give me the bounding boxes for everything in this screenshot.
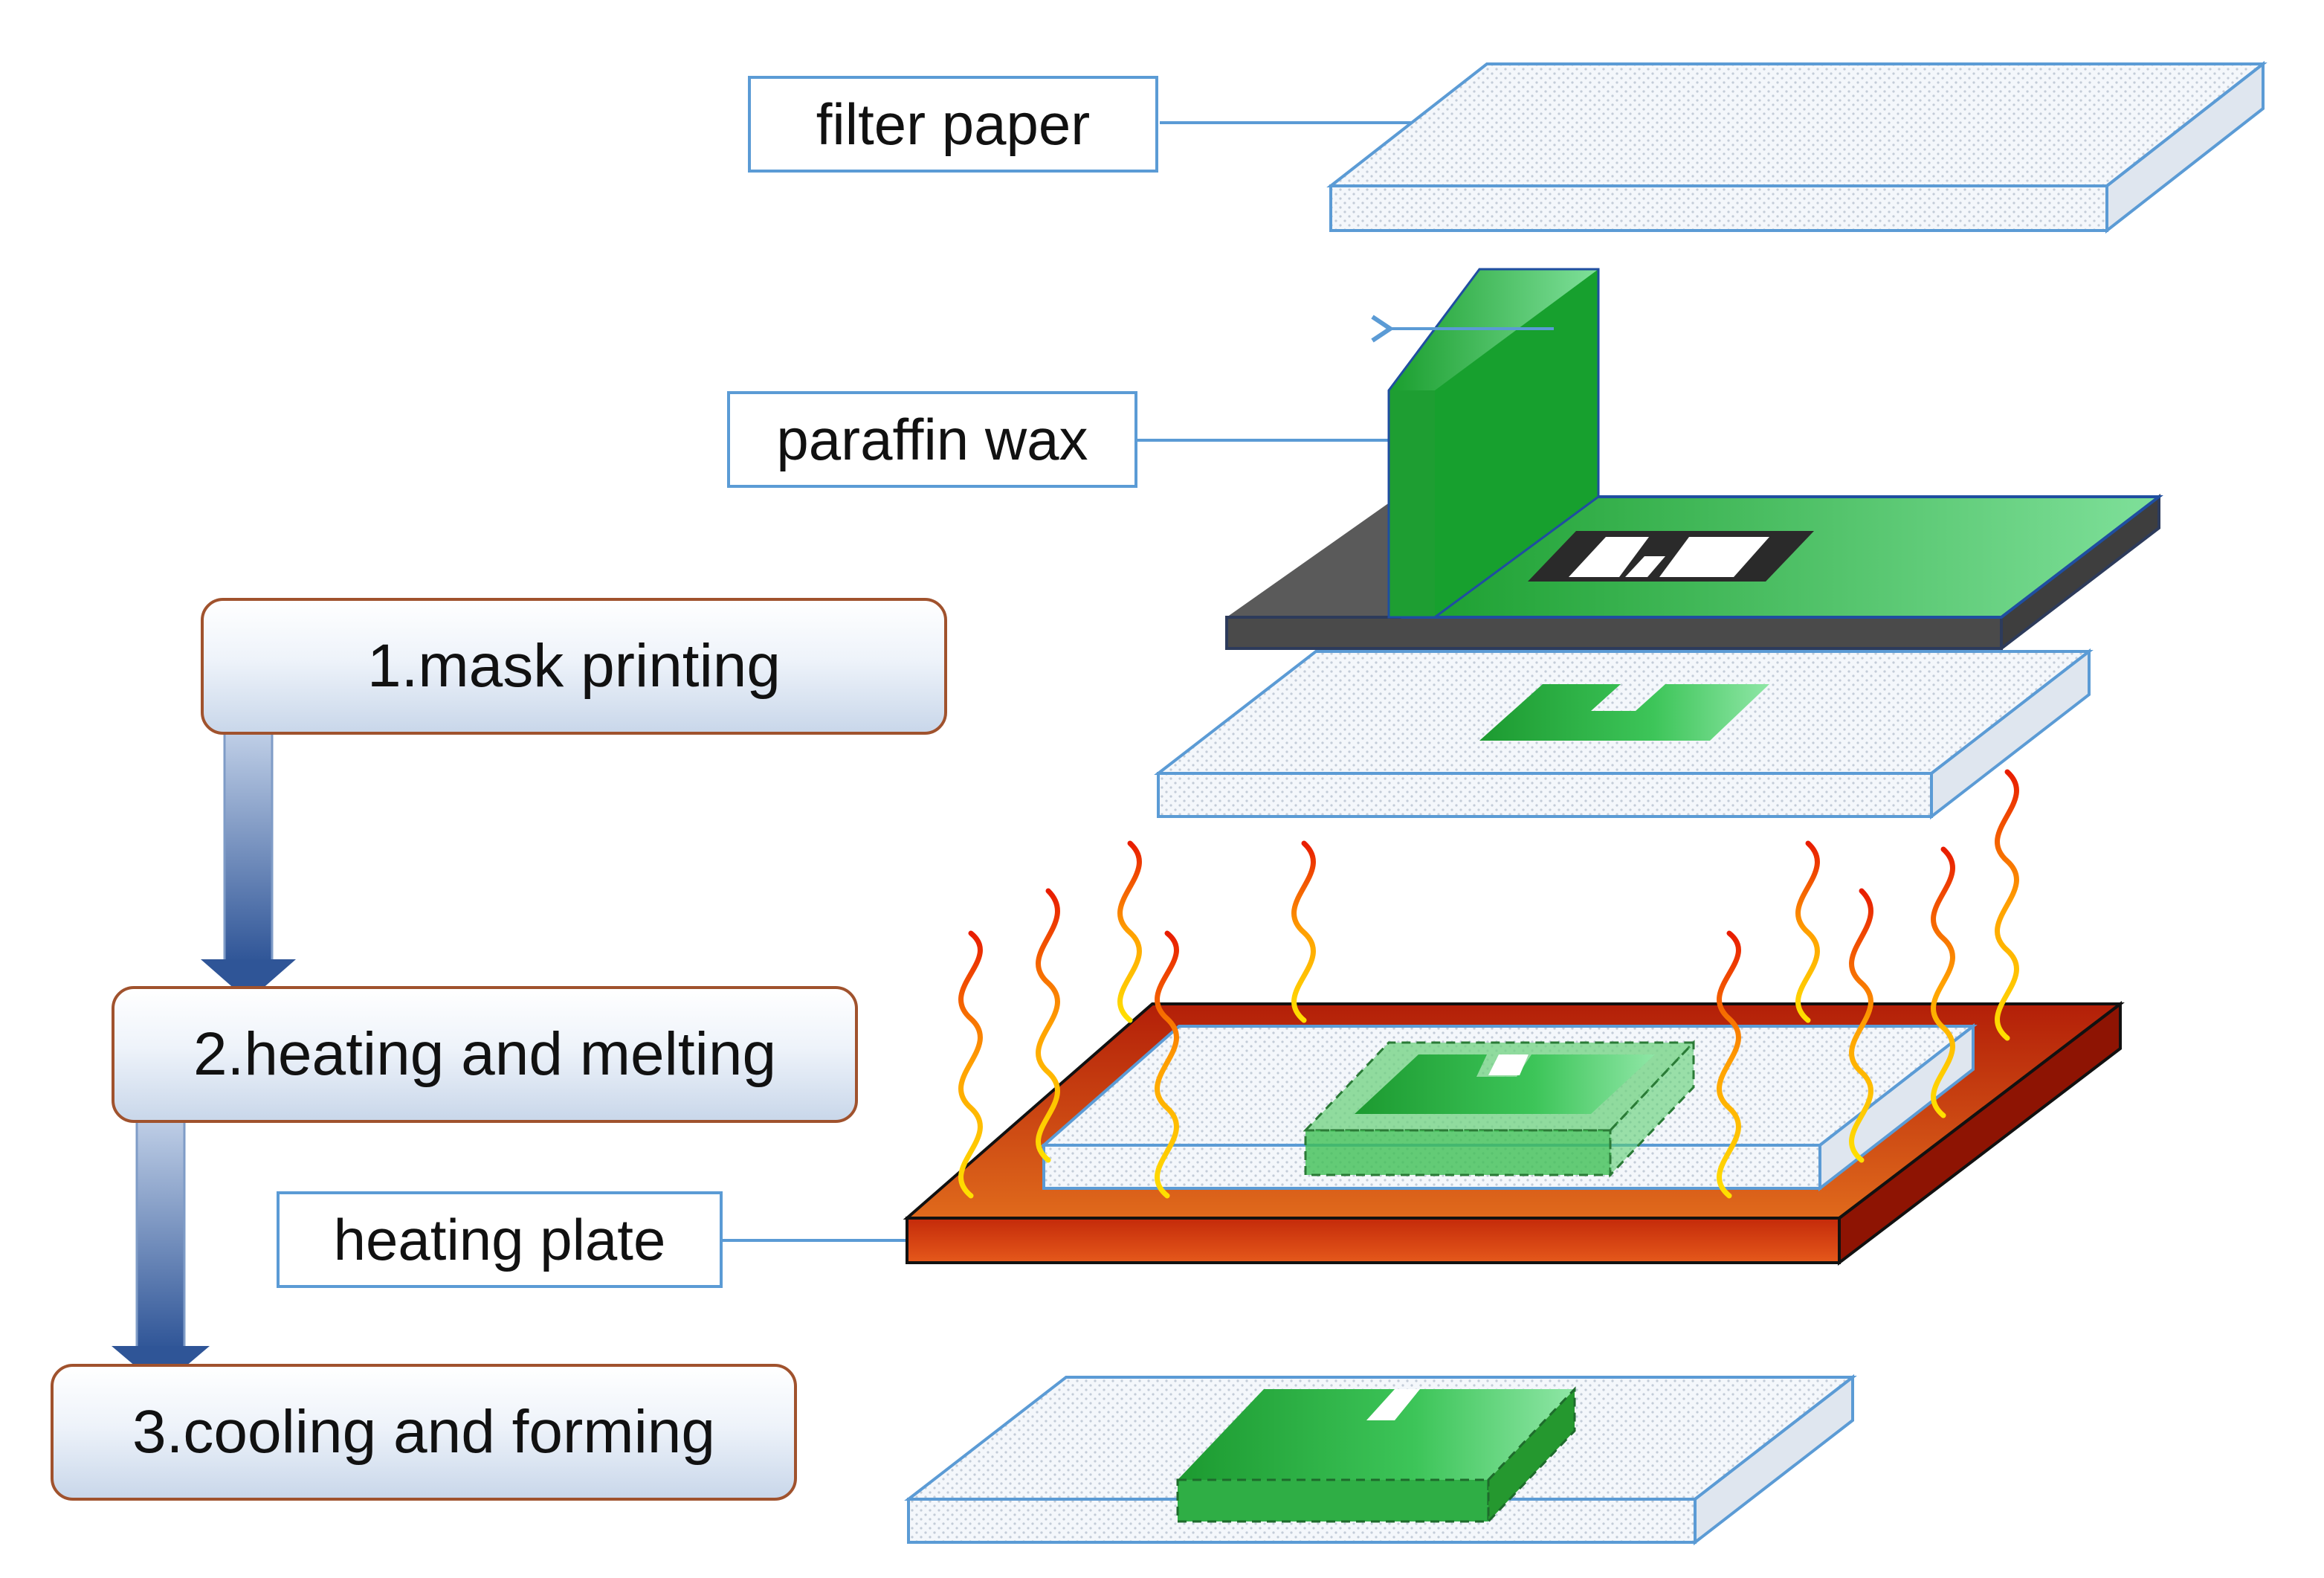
heated-paper-sheet [1039, 1023, 1978, 1192]
step-2-box: 2.heating and melting [112, 986, 858, 1123]
result-paper-sheet [904, 1373, 1857, 1546]
filter-paper-sheet [1326, 60, 2267, 234]
step-3-box: 3.cooling and forming [51, 1364, 797, 1501]
paraffin-wax-label: paraffin wax [727, 391, 1137, 488]
filter-paper-label: filter paper [748, 76, 1158, 173]
heating-plate-label: heating plate [277, 1191, 723, 1288]
melting-wax-block [1303, 1040, 1697, 1178]
printed-paper-sheet [1154, 648, 2094, 820]
heat-waves [958, 769, 2019, 1199]
step-1-box: 1.mask printing [201, 598, 947, 735]
printed-wax-pattern [1479, 684, 1769, 741]
formed-wax-block [1176, 1386, 1576, 1524]
flow-arrow-2 [112, 1102, 210, 1388]
flow-arrow-1 [201, 715, 296, 1001]
mask-assembly [1225, 268, 2163, 652]
